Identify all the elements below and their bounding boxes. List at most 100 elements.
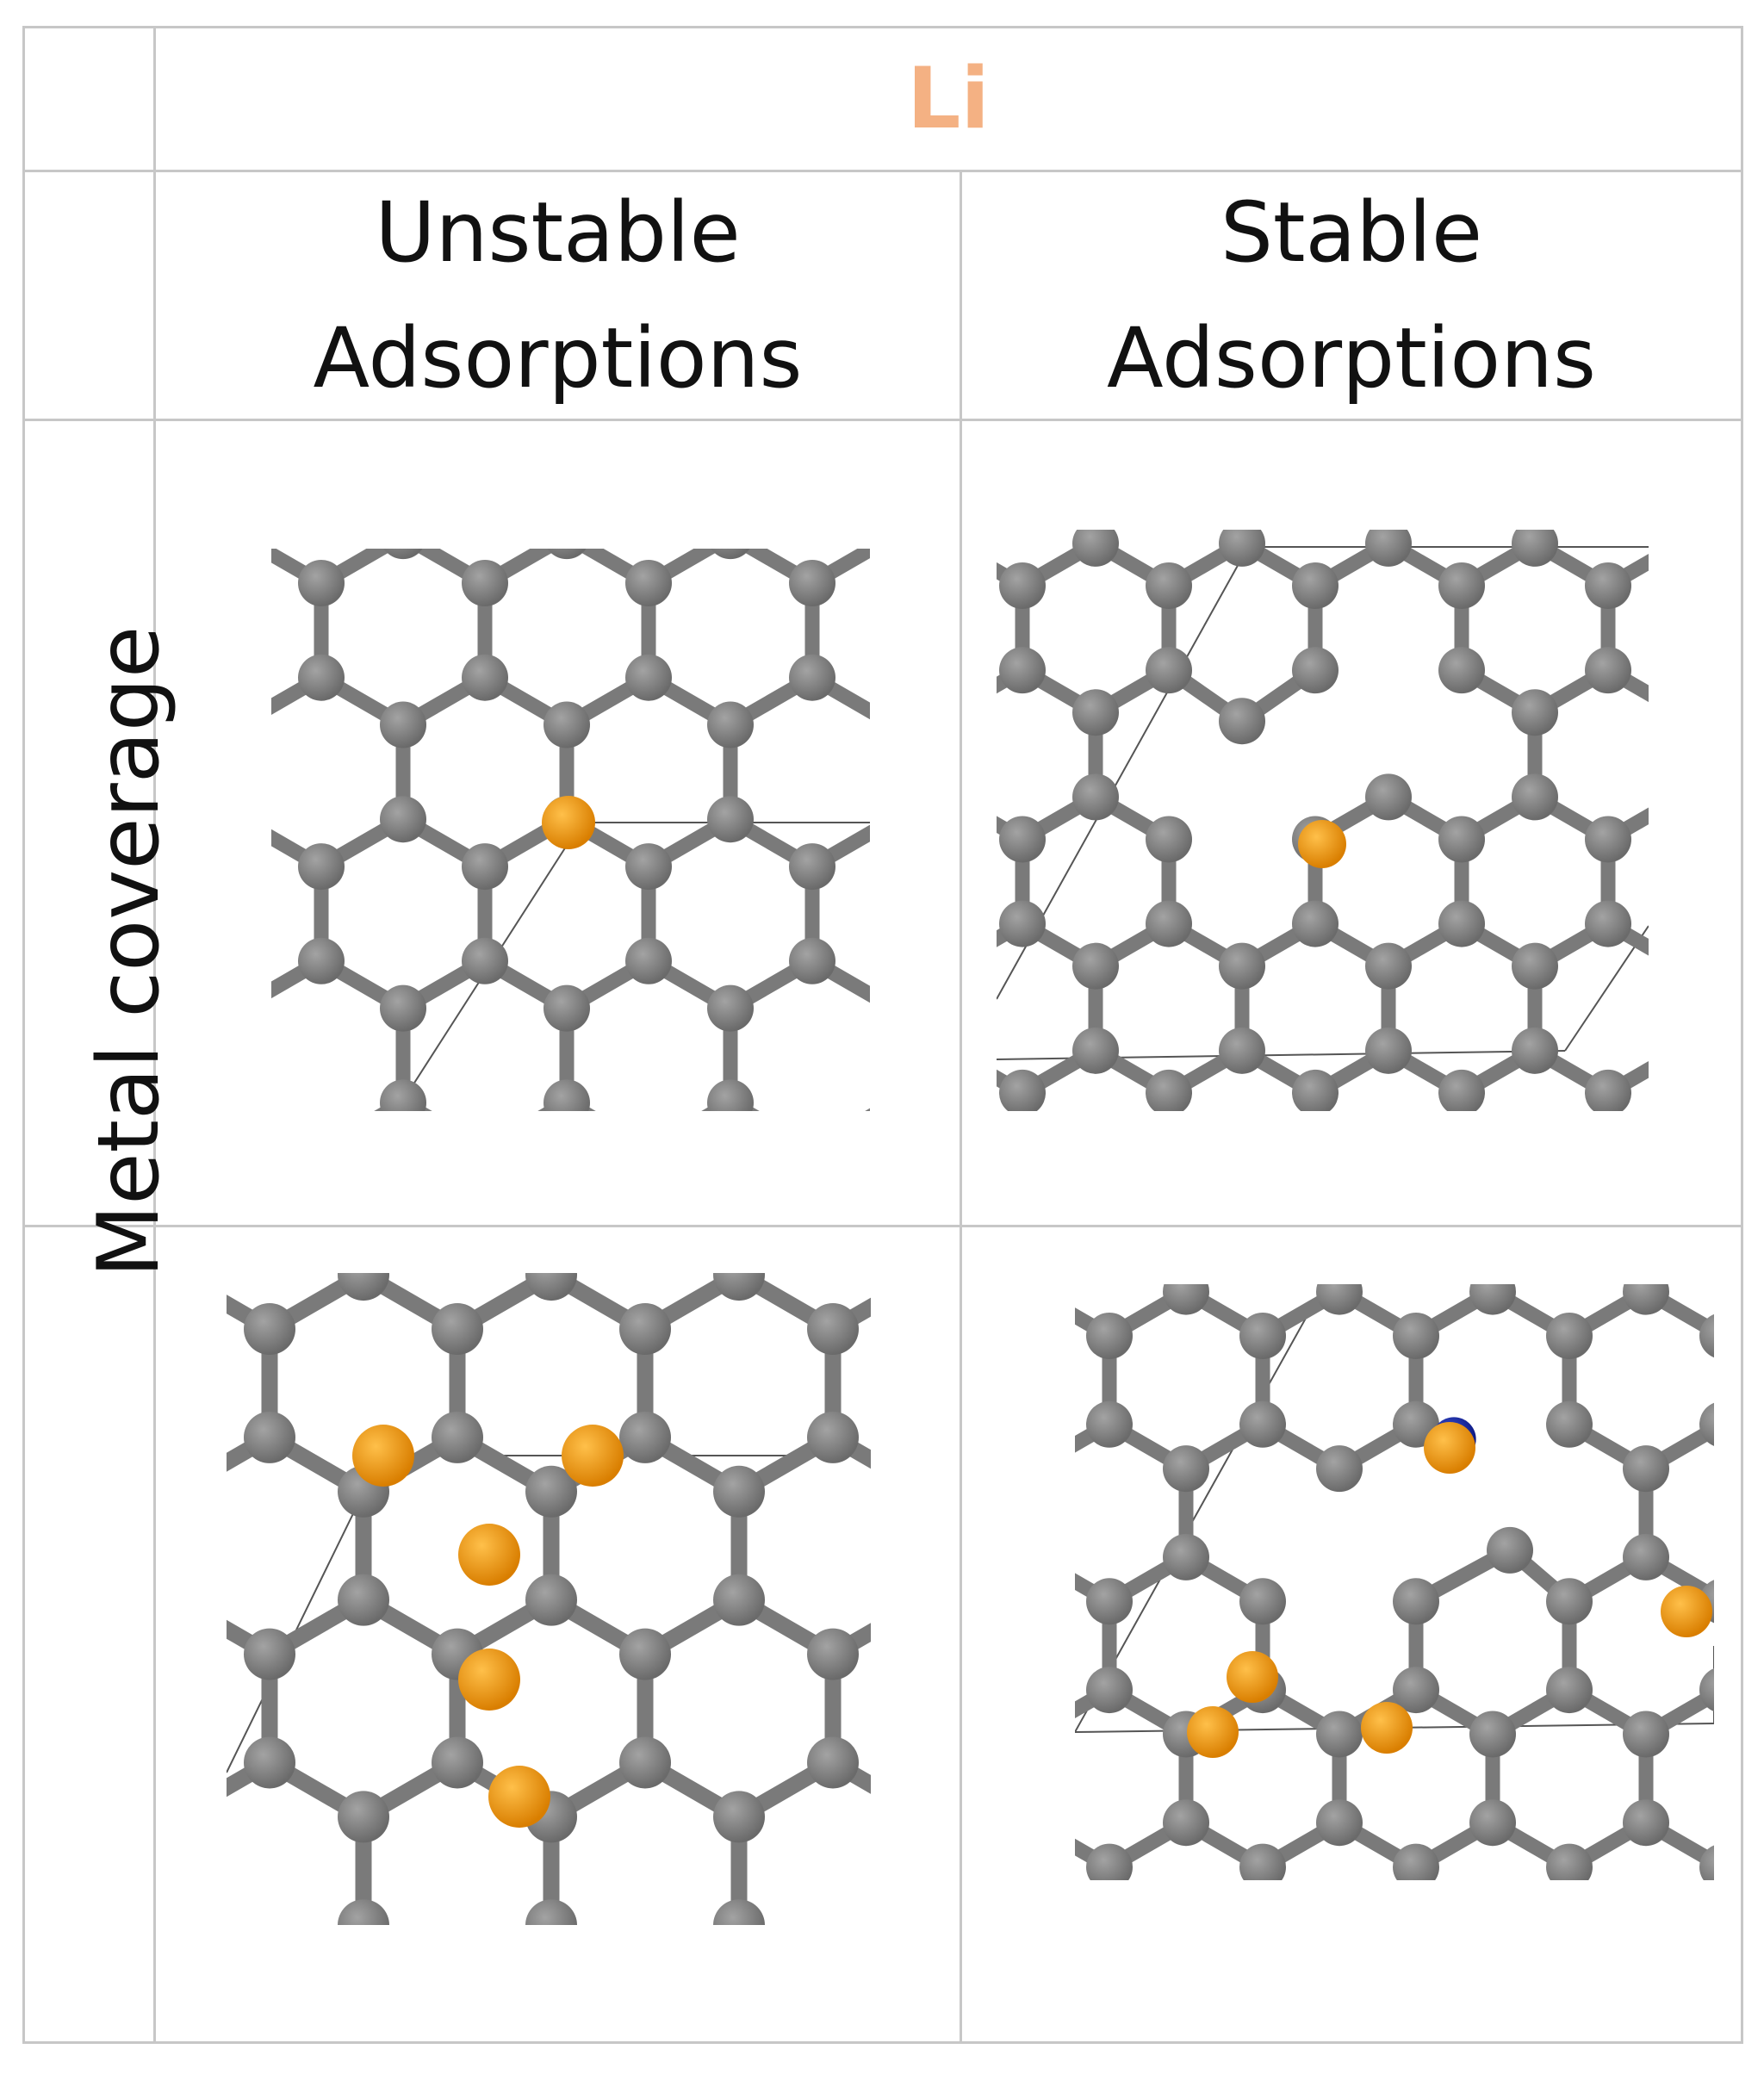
carbon-atom: [1469, 1284, 1516, 1315]
lithium-atom: [1227, 1651, 1278, 1703]
carbon-atom: [1072, 942, 1119, 990]
carbon-atom: [1163, 1533, 1209, 1580]
carbon-atom: [1239, 1843, 1286, 1880]
carbon-atom: [1469, 1711, 1516, 1758]
carbon-atom: [1512, 689, 1558, 736]
lithium-atom: [352, 1425, 414, 1487]
graphene-li-structure-unstable-1: [271, 549, 870, 1111]
carbon-atom: [999, 562, 1046, 609]
carbon-atom: [1438, 562, 1485, 609]
carbon-atom: [543, 1079, 590, 1111]
carbon-atom: [380, 796, 426, 843]
carbon-atom: [807, 1628, 859, 1680]
carbon-atom: [1146, 1069, 1192, 1111]
element-header: Li: [906, 50, 991, 148]
carbon-atom: [1146, 816, 1192, 863]
carbon-atom: [1316, 1445, 1363, 1493]
carbon-atom: [1512, 773, 1558, 821]
carbon-atom: [543, 701, 590, 748]
carbon-atom: [1219, 698, 1265, 745]
carbon-atom: [807, 1736, 859, 1789]
column-header-unstable-line2: Adsorptions: [313, 310, 803, 407]
carbon-atom: [1438, 647, 1485, 694]
carbon-atom: [707, 796, 754, 843]
carbon-atom: [619, 1411, 671, 1463]
carbon-atom: [707, 1079, 754, 1111]
carbon-atom: [462, 654, 508, 701]
carbon-atom: [432, 1736, 483, 1789]
carbon-bond: [271, 1102, 321, 1111]
carbon-atom: [1393, 1313, 1439, 1359]
column-header-stable: Stable Adsorptions: [962, 172, 1741, 419]
carbon-atom: [1623, 1711, 1669, 1758]
carbon-atom: [525, 1574, 577, 1626]
carbon-atom: [1699, 1402, 1714, 1446]
carbon-atom: [1292, 562, 1339, 609]
carbon-atom: [1512, 942, 1558, 990]
lithium-atom: [1298, 820, 1346, 868]
carbon-atom: [338, 1273, 389, 1301]
carbon-atom: [462, 937, 508, 984]
carbon-atom: [244, 1411, 295, 1463]
carbon-atom: [1086, 1843, 1133, 1880]
lithium-atom: [1187, 1706, 1239, 1758]
carbon-atom: [1623, 1533, 1669, 1580]
carbon-atom: [707, 701, 754, 748]
carbon-atom: [1086, 1313, 1133, 1359]
carbon-atom: [1512, 530, 1558, 567]
panel-unstable-2: [227, 1273, 871, 1925]
carbon-atom: [1316, 1711, 1363, 1758]
carbon-atom: [1469, 1799, 1516, 1847]
carbon-atom: [383, 549, 423, 560]
carbon-atom: [1585, 816, 1631, 863]
carbon-atom: [432, 1411, 483, 1463]
carbon-atom: [619, 1736, 671, 1789]
carbon-atom: [1438, 816, 1485, 863]
carbon-atom: [619, 1303, 671, 1355]
carbon-atom: [999, 816, 1046, 863]
carbon-atom: [999, 647, 1046, 694]
lithium-atom: [542, 796, 595, 849]
carbon-atom: [244, 1736, 295, 1789]
carbon-atom: [1292, 647, 1339, 694]
graphene-li-structure-stable-2: [1075, 1284, 1714, 1880]
carbon-atom: [1487, 1526, 1533, 1574]
carbon-atom: [789, 654, 835, 701]
carbon-atom: [1365, 942, 1412, 990]
lithium-atom: [488, 1766, 550, 1828]
carbon-atom: [1393, 1667, 1439, 1714]
table-border-top: [22, 26, 1743, 28]
carbon-atom: [625, 843, 672, 891]
table-divider-middle-column: [960, 170, 962, 2044]
carbon-atom: [298, 654, 345, 701]
carbon-atom: [1146, 647, 1192, 694]
carbon-atom: [338, 1899, 389, 1925]
carbon-atom: [543, 984, 590, 1032]
carbon-atom: [1239, 1400, 1286, 1448]
carbon-atom: [1585, 1069, 1631, 1111]
carbon-atom: [1365, 1027, 1412, 1074]
carbon-atom: [1585, 900, 1631, 947]
carbon-atom: [1623, 1445, 1669, 1493]
carbon-atom: [462, 560, 508, 606]
lithium-atom: [1661, 1586, 1712, 1637]
table-divider-column-header: [22, 419, 1743, 421]
carbon-atom: [1072, 773, 1119, 821]
carbon-atom: [380, 1079, 426, 1111]
carbon-atom: [999, 900, 1046, 947]
table-divider-middle-row: [22, 1225, 1743, 1227]
carbon-atom: [713, 1574, 765, 1626]
carbon-atom: [1219, 942, 1265, 990]
table-divider-header: [22, 170, 1743, 172]
carbon-atom: [707, 984, 754, 1032]
column-header-unstable-line1: Unstable: [375, 184, 741, 281]
carbon-atom: [1316, 1799, 1363, 1847]
carbon-atom: [1623, 1799, 1669, 1847]
table-divider-label-column: [153, 26, 156, 2044]
carbon-atom: [298, 560, 345, 606]
column-header-stable-line1: Stable: [1220, 184, 1483, 281]
carbon-atom: [298, 843, 345, 891]
carbon-atom: [1292, 1069, 1339, 1111]
lithium-atom: [1361, 1702, 1413, 1754]
carbon-atom: [625, 560, 672, 606]
